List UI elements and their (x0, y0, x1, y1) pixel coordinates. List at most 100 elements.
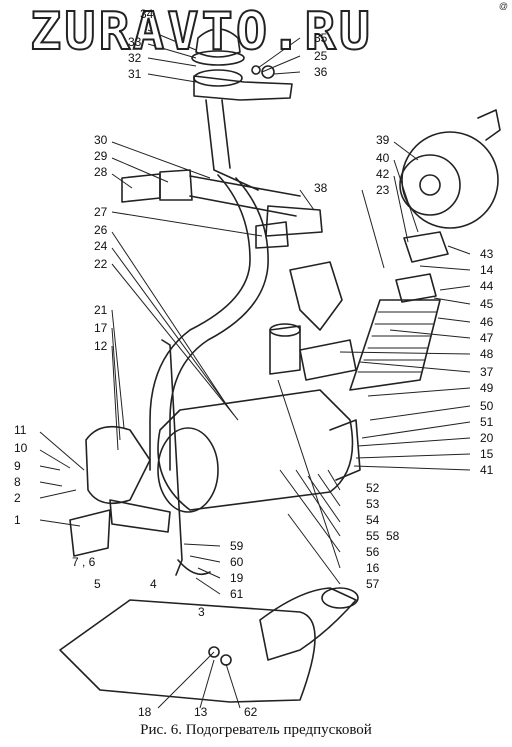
part-label-10: 23 (376, 183, 390, 197)
fitting-27 (255, 221, 289, 249)
clamp-band-45 (395, 273, 437, 303)
clamp-29 (159, 169, 193, 201)
part-label-6: 36 (314, 65, 328, 79)
part-label-17: 24 (94, 239, 108, 253)
neck-ring (193, 69, 243, 87)
exhaust-outlet (329, 419, 361, 481)
burner-chamber (269, 325, 301, 375)
part-label-8: 40 (376, 151, 390, 165)
part-label-40: 2 (14, 491, 21, 505)
corner-mark: @ (498, 1, 508, 11)
part-label-56: 61 (230, 587, 244, 601)
part-label-45: 52 (366, 481, 380, 495)
part-label-55: 19 (230, 571, 244, 585)
part-label-46: 53 (366, 497, 380, 511)
part-label-42: 7 , 6 (72, 555, 96, 569)
cap-ring (191, 50, 245, 66)
part-label-58: 18 (138, 705, 152, 719)
part-label-0: 34 (140, 7, 154, 21)
duct-ribs (357, 311, 437, 373)
part-label-4: 35 (314, 31, 328, 45)
part-label-3: 31 (128, 67, 142, 81)
main-hose (149, 174, 269, 471)
left-pipe-assembly (85, 425, 151, 505)
upper-bracket (193, 75, 293, 101)
part-label-49: 56 (366, 545, 380, 559)
exhaust-hose-48 (299, 339, 357, 381)
part-label-35: 41 (480, 463, 494, 477)
washer-25 (251, 65, 261, 75)
corrugated-duct (349, 299, 441, 391)
bottom-elbow (259, 587, 357, 661)
part-label-24: 47 (480, 331, 494, 345)
part-label-20: 14 (480, 263, 494, 277)
part-label-16: 26 (94, 223, 108, 237)
part-label-53: 59 (230, 539, 244, 553)
part-label-39: 8 (14, 475, 21, 489)
part-label-31: 50 (480, 399, 494, 413)
part-label-44: 4 (150, 577, 157, 591)
part-label-29: 12 (94, 339, 108, 353)
part-label-18: 22 (94, 257, 108, 271)
bolt-62 (220, 654, 232, 666)
part-label-5: 25 (314, 49, 328, 63)
burner-top (269, 323, 301, 337)
part-label-22: 45 (480, 297, 494, 311)
part-label-51: 57 (366, 577, 380, 591)
part-label-9: 42 (376, 167, 390, 181)
fan-hub (419, 174, 441, 196)
part-label-2: 32 (128, 51, 142, 65)
elbow-mouth (321, 587, 359, 609)
part-label-11: 30 (94, 133, 108, 147)
part-label-54: 60 (230, 555, 244, 569)
part-label-38: 9 (14, 459, 21, 473)
horizontal-pipe (189, 175, 301, 217)
part-label-7: 39 (376, 133, 390, 147)
part-label-36: 11 (14, 423, 27, 437)
part-label-23: 46 (480, 315, 494, 329)
part-label-33: 20 (480, 431, 494, 445)
mount-rod-59 (161, 339, 183, 576)
part-label-50: 16 (366, 561, 380, 575)
left-fitting-28 (121, 173, 161, 203)
heater-body (157, 389, 354, 511)
heat-shield (289, 261, 343, 331)
part-label-14: 38 (314, 181, 328, 195)
part-label-57: 3 (198, 605, 205, 619)
leader-lines (39, 29, 471, 709)
part-label-41: 1 (14, 513, 21, 527)
part-label-47: 54 (366, 513, 380, 527)
mount-clamp-61 (177, 559, 211, 576)
part-label-28: 17 (94, 321, 108, 335)
clamp-band-43 (403, 231, 449, 263)
part-label-48: 55 (366, 529, 380, 543)
part-label-13: 28 (94, 165, 108, 179)
hose-38 (265, 205, 323, 237)
part-label-26: 37 (480, 365, 494, 379)
part-label-59: 13 (194, 705, 208, 719)
part-label-1: 33 (128, 35, 142, 49)
part-label-15: 27 (94, 205, 108, 219)
part-label-21: 44 (480, 279, 494, 293)
part-label-43: 5 (94, 577, 101, 591)
part-label-27: 21 (94, 303, 108, 317)
fan-motor (399, 154, 461, 216)
part-label-12: 29 (94, 149, 108, 163)
vertical-supply-pipe (205, 99, 259, 191)
part-label-60: 62 (244, 705, 258, 719)
watermark-text: ZURAVTO.RU (29, 1, 374, 63)
part-label-34: 15 (480, 447, 494, 461)
hose-5-4 (109, 499, 171, 533)
fan-mount-tab (477, 109, 501, 141)
part-label-37: 10 (14, 441, 28, 455)
part-label-52: 58 (386, 529, 400, 543)
part-label-19: 43 (480, 247, 494, 261)
bottom-shield (59, 599, 316, 703)
figure-caption: Рис. 6. Подогреватель предпусковой (140, 722, 372, 738)
part-label-32: 51 (480, 415, 494, 429)
part-label-25: 48 (480, 347, 494, 361)
fan-housing (401, 131, 499, 229)
filler-cap (195, 28, 241, 58)
